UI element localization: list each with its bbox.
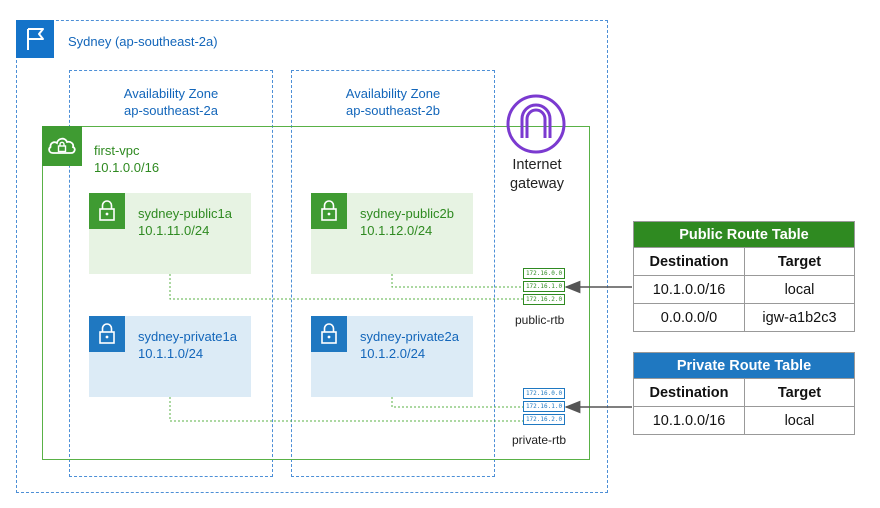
subnet-name: sydney-private1a	[138, 329, 237, 344]
az-name: ap-southeast-2a	[124, 103, 218, 118]
table-cell: 10.1.0.0/16	[633, 406, 745, 435]
vpc-name: first-vpc	[94, 143, 140, 158]
lock-icon	[311, 193, 347, 229]
availability-zone-a	[69, 70, 273, 477]
internet-gateway-icon	[506, 94, 566, 154]
public-route-table: Public Route Table Destination Target 10…	[633, 221, 855, 332]
availability-zone-b-label: Availability Zone ap-southeast-2b	[291, 85, 495, 119]
subnet-public1a-label: sydney-public1a 10.1.11.0/24	[138, 205, 232, 239]
private-route-table: Private Route Table Destination Target 1…	[633, 352, 855, 435]
igw-label-line2: gateway	[509, 176, 564, 192]
column-header: Target	[744, 378, 855, 407]
table-cell: 10.1.0.0/16	[633, 275, 745, 304]
table-cell: local	[744, 275, 855, 304]
vpc-cidr: 10.1.0.0/16	[94, 160, 160, 175]
igw-label-line1: Internet	[512, 157, 562, 173]
subnet-cidr: 10.1.12.0/24	[360, 223, 433, 238]
column-header: Destination	[633, 247, 745, 276]
subnet-cidr: 10.1.1.0/24	[138, 346, 204, 361]
public-rtb-chip: 172.16.0.0	[523, 268, 565, 279]
private-rtb-label: private-rtb	[512, 433, 567, 447]
vpc-label: first-vpc 10.1.0.0/16	[94, 142, 159, 176]
subnet-private2a-label: sydney-private2a 10.1.2.0/24	[360, 328, 459, 362]
subnet-cidr: 10.1.11.0/24	[138, 223, 210, 238]
internet-gateway-label: Internet gateway	[487, 156, 587, 194]
subnet-name: sydney-public1a	[138, 206, 232, 221]
availability-zone-a-label: Availability Zone ap-southeast-2a	[69, 85, 273, 119]
az-title: Availability Zone	[123, 86, 219, 101]
cloud-lock-icon	[42, 126, 82, 166]
lock-icon	[311, 316, 347, 352]
public-rtb-chip: 172.16.1.0	[523, 281, 565, 292]
public-rtb-label: public-rtb	[515, 313, 565, 327]
column-header: Target	[744, 247, 855, 276]
subnet-name: sydney-public2b	[360, 206, 454, 221]
availability-zone-b	[291, 70, 495, 477]
private-rtb-chip: 172.16.0.0	[523, 388, 565, 399]
az-title: Availability Zone	[345, 86, 441, 101]
table-cell: igw-a1b2c3	[744, 303, 855, 332]
lock-icon	[89, 316, 125, 352]
subnet-cidr: 10.1.2.0/24	[360, 346, 426, 361]
private-rtb-chip: 172.16.2.0	[523, 414, 565, 425]
subnet-public2b-label: sydney-public2b 10.1.12.0/24	[360, 205, 454, 239]
table-cell: local	[744, 406, 855, 435]
region-boundary	[16, 20, 608, 493]
private-rtb-chip: 172.16.1.0	[523, 401, 565, 412]
public-route-table-title: Public Route Table	[633, 221, 855, 248]
subnet-name: sydney-private2a	[360, 329, 459, 344]
public-rtb-chip: 172.16.2.0	[523, 294, 565, 305]
flag-icon	[16, 20, 54, 58]
private-route-table-title: Private Route Table	[633, 352, 855, 379]
az-name: ap-southeast-2b	[346, 103, 440, 118]
lock-icon	[89, 193, 125, 229]
subnet-private1a-label: sydney-private1a 10.1.1.0/24	[138, 328, 237, 362]
region-label: Sydney (ap-southeast-2a)	[68, 34, 218, 49]
column-header: Destination	[633, 378, 745, 407]
vpc-boundary	[42, 126, 590, 460]
table-cell: 0.0.0.0/0	[633, 303, 745, 332]
